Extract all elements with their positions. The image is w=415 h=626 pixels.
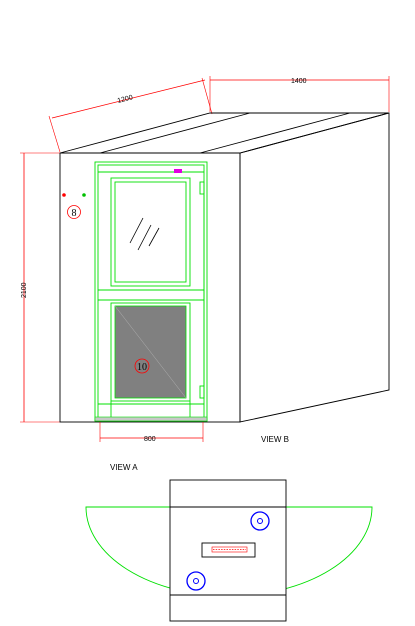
- dimension-door-width-label: 800: [144, 436, 156, 443]
- callout-8-label: 8: [72, 208, 77, 219]
- door: [94, 161, 208, 422]
- dimension-width-top: 1400: [209, 76, 390, 112]
- callout-10-label: 10: [137, 362, 147, 373]
- callout-8: 8: [67, 205, 81, 219]
- dimension-door-width: 800: [99, 422, 204, 443]
- dimension-width-top-label: 1400: [291, 78, 307, 85]
- threshold: [94, 416, 208, 422]
- dimension-depth: 1200: [48, 77, 213, 153]
- view-b-label: VIEW B: [261, 435, 289, 444]
- view-a-label: VIEW A: [110, 463, 138, 472]
- blower-icon: [186, 571, 206, 591]
- cabinet-body: [59, 112, 390, 423]
- dimension-height-label: 2100: [21, 282, 28, 298]
- control-panel: [201, 542, 256, 558]
- dimension-depth-label: 1200: [117, 94, 134, 105]
- status-light-icon: [82, 193, 86, 197]
- emergency-button-icon: [62, 193, 66, 197]
- lower-panel-diagonal: [114, 305, 187, 399]
- blower-icon: [250, 511, 270, 531]
- dimension-height: 2100: [20, 152, 60, 423]
- callout-10: 10: [134, 358, 150, 374]
- indicator-light: [174, 169, 182, 173]
- glass-reflection: [129, 217, 160, 251]
- plan-view: [85, 479, 373, 622]
